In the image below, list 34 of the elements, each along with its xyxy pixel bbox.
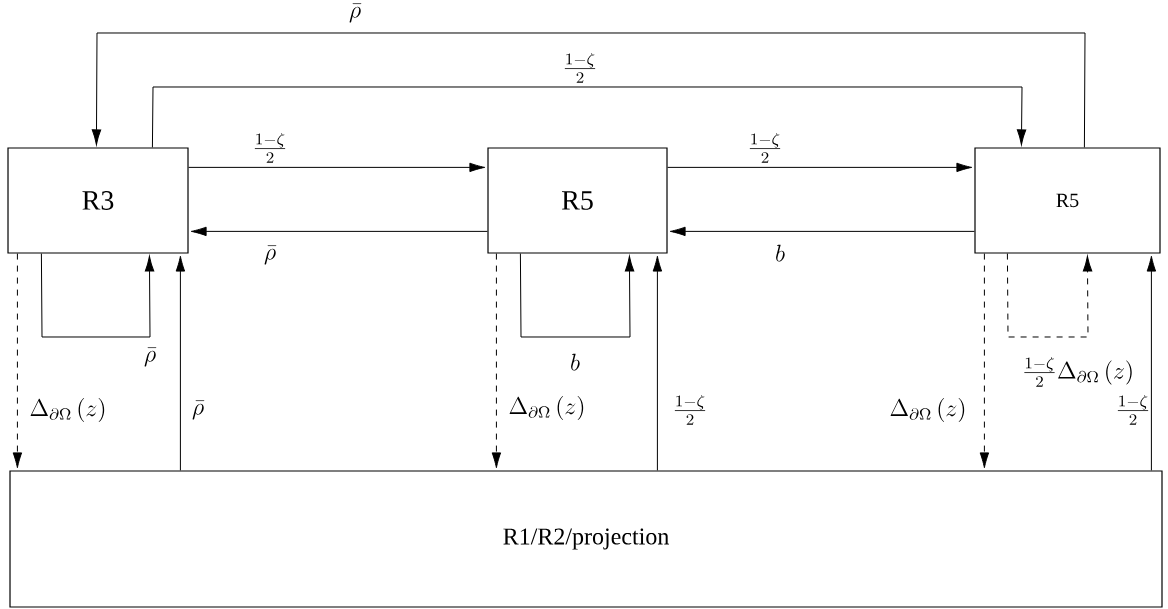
arrow: [491, 253, 502, 469]
arrow: [40, 253, 155, 338]
edge-label: $\frac{1-\zeta}{2}$: [254, 133, 286, 163]
arrow: [667, 162, 973, 173]
arrow: [652, 255, 663, 471]
process-box: R5: [974, 147, 1161, 254]
edge-label: $\Delta_{\partial\Omega}\left(z\right)$: [890, 398, 965, 422]
edge-label: $\Delta_{\partial\Omega}\left(z\right)$: [509, 396, 584, 420]
arrow: [1146, 255, 1157, 471]
edge-label: $\Delta_{\partial\Omega}\left(z\right)$: [30, 398, 105, 422]
arrow: [1006, 253, 1093, 338]
process-box: R3: [7, 147, 189, 254]
process-box: R1/R2/projection: [9, 470, 1163, 608]
edge-label: $\frac{1-\zeta}{2}$: [1117, 395, 1149, 425]
edge-label: $\frac{1-\zeta}{2}\Delta_{\partial\Omega}\left(z\right)$: [1024, 357, 1132, 387]
arrow: [175, 255, 186, 471]
arrow: [979, 253, 990, 469]
arrow: [519, 253, 635, 338]
arrow: [12, 253, 23, 469]
edge-label: $\frac{1-\zeta}{2}$: [749, 133, 781, 163]
arrow: [669, 226, 975, 237]
edge-label: $\frac{1-\zeta}{2}$: [564, 53, 596, 83]
edge-label: $b$: [571, 353, 580, 371]
edge-label: $b$: [776, 244, 785, 262]
edge-label: $\frac{1-\zeta}{2}$: [674, 395, 706, 425]
arrow: [151, 86, 1027, 148]
edge-label: $\bar{\rho}$: [349, 3, 362, 23]
edge-label: $\bar{\rho}$: [264, 245, 277, 265]
edge-label: $\bar{\rho}$: [144, 347, 157, 367]
arrow: [190, 226, 488, 237]
arrow: [91, 32, 1086, 148]
edge-label: $\bar{\rho}$: [192, 400, 205, 420]
arrow: [188, 162, 486, 173]
process-box: R5: [487, 147, 668, 254]
